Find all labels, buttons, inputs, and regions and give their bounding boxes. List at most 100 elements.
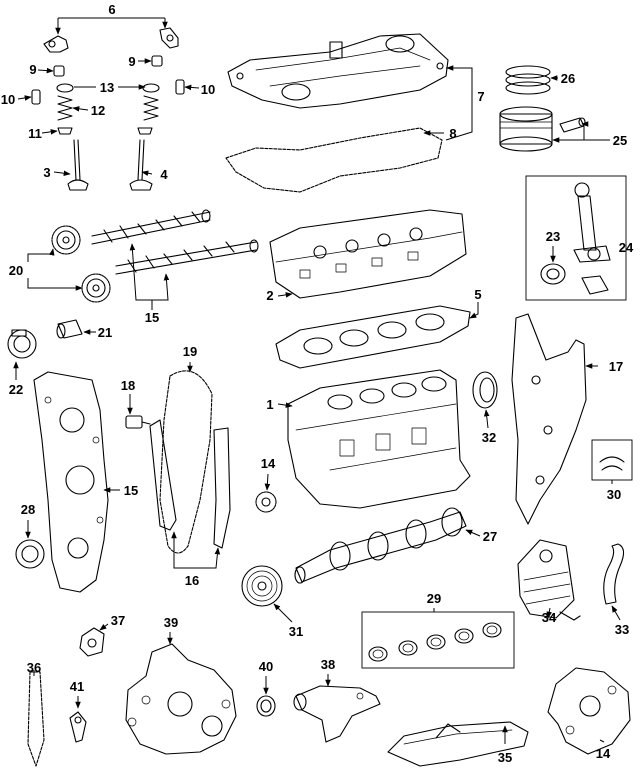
crankshaft [294, 507, 467, 584]
callout-21: 19 [183, 344, 197, 359]
callout-5: 5 [474, 287, 481, 302]
rocker-arm-left [43, 35, 69, 53]
valve-cap-left [31, 89, 41, 105]
engine-block [287, 369, 471, 509]
callout-3: 3 [43, 165, 50, 180]
bushing [56, 319, 83, 339]
valve-spring-right [142, 83, 160, 121]
callout-27: 25 [613, 133, 627, 148]
callout-25: 23 [546, 229, 560, 244]
chain-guide-right [213, 427, 231, 549]
callout-18: 16 [185, 573, 199, 588]
timing-cover-rear [511, 313, 587, 525]
rear-main-seal [472, 371, 498, 409]
timing-chain [159, 370, 213, 554]
callout-1: 1 [266, 397, 273, 412]
intake-camshaft [91, 209, 211, 245]
callout-37: 35 [498, 750, 512, 765]
oil-cooler [517, 539, 581, 621]
callout-12: 12 [91, 103, 105, 118]
exhaust-camshaft [115, 239, 259, 275]
chain-tensioner [125, 415, 151, 429]
main-bearings [368, 622, 502, 662]
water-pump-housing [125, 643, 237, 755]
oil-pump [547, 667, 631, 755]
callout-42: 40 [259, 659, 273, 674]
piston-rings [505, 65, 551, 95]
chain-guide-left [149, 419, 177, 531]
callout-14: 14 [596, 746, 611, 761]
callout-17: 15 [124, 483, 138, 498]
callout-41: 39 [164, 615, 178, 630]
callout-15: 15 [145, 310, 159, 325]
callout-33: 31 [289, 624, 303, 639]
connecting-rod-box [525, 175, 627, 301]
exhaust-valve [67, 139, 89, 191]
main-bearings-box [361, 611, 515, 669]
callout-7: 7 [477, 89, 484, 104]
callout-38: 36 [27, 660, 41, 675]
callout-35: 33 [615, 622, 629, 637]
valve-cap-right [175, 79, 185, 95]
callout-40: 38 [321, 657, 335, 672]
callout-26: 24 [619, 240, 634, 255]
callout-10-left: 10 [1, 92, 15, 107]
thrust-washer [599, 456, 625, 471]
oil-pickup-tube [293, 685, 381, 743]
callout-2: 2 [266, 288, 273, 303]
callout-22: 20 [9, 263, 23, 278]
callout-30: 28 [21, 502, 35, 517]
callout-32: 30 [607, 487, 621, 502]
piston [499, 106, 553, 152]
callout-29: 27 [483, 529, 497, 544]
vvt-gear-exhaust [81, 273, 111, 303]
oil-pressure-sensor [69, 711, 87, 743]
valve-retainer-left [57, 127, 73, 135]
vacuum-pump [79, 627, 105, 657]
timing-cover-front [33, 371, 109, 593]
valve-cover-gasket [225, 127, 443, 193]
callout-16: 14 [261, 456, 276, 471]
callout-9-right: 9 [128, 54, 135, 69]
piston-pin [559, 117, 586, 133]
callout-19: 17 [609, 359, 623, 374]
callout-34: 32 [482, 430, 496, 445]
callout-36: 34 [542, 610, 557, 625]
callout-labels: 6 9 9 10 10 13 12 11 3 4 7 8 26 25 23 24… [1, 2, 634, 765]
valve-retainer-right [137, 127, 153, 135]
connecting-rod [573, 182, 611, 295]
front-crank-seal [15, 539, 45, 569]
oil-pan [387, 721, 529, 767]
valve-cover [227, 33, 449, 109]
rocker-arm-right [159, 27, 179, 49]
drive-belt [27, 671, 45, 767]
connecting-rod-bearing [540, 263, 566, 285]
callout-10-right: 10 [201, 82, 215, 97]
callout-20: 18 [121, 378, 135, 393]
valve-lash-adjuster-right [151, 55, 163, 67]
callout-28: 26 [561, 71, 575, 86]
intake-valve [129, 139, 153, 191]
callout-13: 13 [100, 80, 114, 95]
coolant-hose [603, 543, 625, 605]
vvt-gear-intake [51, 225, 81, 255]
callout-8: 8 [449, 126, 456, 141]
cylinder-head [269, 209, 467, 299]
leader-lines [13, 17, 621, 744]
callout-9-left: 9 [29, 62, 36, 77]
valve-spring-left [56, 83, 74, 121]
oil-pump-seal [256, 695, 276, 717]
callout-31: 29 [427, 591, 441, 606]
callout-39: 37 [111, 613, 125, 628]
callout-23: 21 [98, 325, 112, 340]
callout-4: 4 [160, 167, 168, 182]
callout-11: 11 [28, 126, 42, 141]
thrust-washer-box [591, 439, 633, 481]
callout-24: 22 [9, 382, 23, 397]
callout-6: 6 [108, 2, 115, 17]
head-gasket [275, 305, 471, 369]
crank-sprocket [255, 491, 277, 513]
callout-43: 41 [70, 679, 84, 694]
cam-oil-seal [7, 329, 37, 359]
